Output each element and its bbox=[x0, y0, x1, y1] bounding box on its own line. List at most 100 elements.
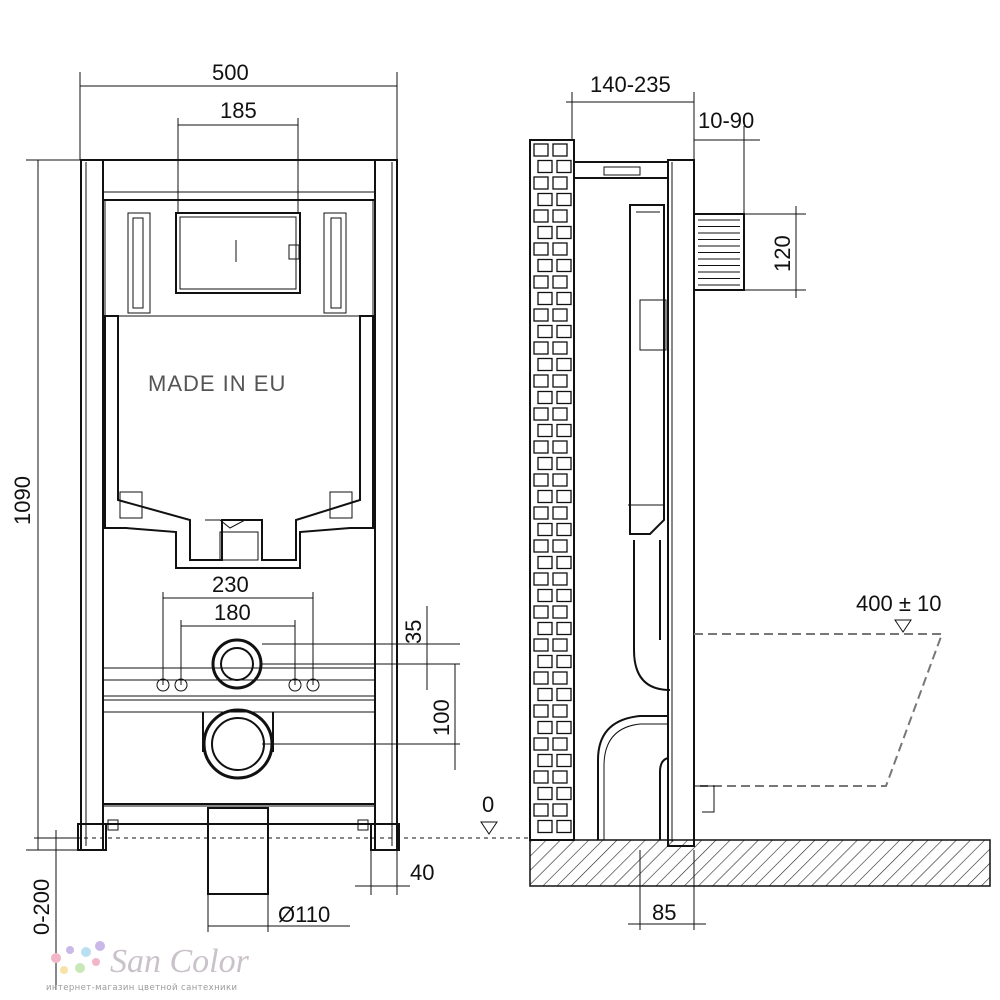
brick bbox=[556, 753, 572, 768]
brick bbox=[556, 654, 572, 669]
actuator-box bbox=[693, 213, 745, 291]
brick bbox=[537, 225, 553, 240]
logo-dot bbox=[75, 963, 85, 973]
brick bbox=[556, 489, 572, 504]
brick bbox=[537, 423, 553, 438]
left-foot bbox=[77, 823, 107, 851]
brick bbox=[533, 407, 549, 421]
brick bbox=[533, 539, 549, 553]
logo-tagline: интернет-магазин цветной сантехники bbox=[46, 983, 237, 993]
brick bbox=[552, 473, 568, 487]
brick bbox=[537, 489, 553, 504]
brick bbox=[533, 374, 549, 388]
brick bbox=[552, 671, 568, 685]
brick bbox=[552, 737, 568, 751]
brick bbox=[552, 242, 568, 256]
brick bbox=[556, 258, 572, 273]
brick bbox=[537, 819, 553, 834]
logo-dots bbox=[51, 941, 105, 974]
dim-140-235: 140-235 bbox=[590, 72, 671, 97]
drain-outlet bbox=[202, 708, 274, 780]
wall-bracket bbox=[573, 161, 669, 179]
side-frame bbox=[667, 159, 695, 847]
brick bbox=[533, 341, 549, 355]
brick bbox=[537, 159, 553, 174]
dim-120: 120 bbox=[770, 235, 795, 272]
brick bbox=[537, 654, 553, 669]
dim-230: 230 bbox=[212, 572, 249, 597]
dim-10-90: 10-90 bbox=[698, 108, 754, 133]
brick bbox=[537, 456, 553, 471]
brick bbox=[533, 143, 549, 157]
brick bbox=[533, 572, 549, 586]
brick bbox=[556, 225, 572, 240]
bolt-rail bbox=[102, 667, 376, 697]
brick bbox=[556, 390, 572, 405]
brick bbox=[552, 506, 568, 520]
brick bbox=[552, 374, 568, 388]
brick bbox=[556, 621, 572, 636]
brick bbox=[537, 687, 553, 702]
brick bbox=[537, 324, 553, 339]
left-bracket bbox=[127, 212, 151, 314]
brick bbox=[552, 572, 568, 586]
floor-slab bbox=[529, 839, 991, 887]
brick bbox=[533, 473, 549, 487]
brick bbox=[533, 176, 549, 190]
cistern-plate bbox=[104, 199, 374, 317]
brick bbox=[533, 209, 549, 223]
cistern-body bbox=[104, 315, 374, 569]
dim-185: 185 bbox=[220, 98, 257, 123]
dim-35: 35 bbox=[401, 620, 426, 644]
water-inlet bbox=[211, 638, 263, 690]
logo-dot bbox=[66, 946, 74, 954]
brick bbox=[537, 753, 553, 768]
brick bbox=[556, 456, 572, 471]
brick bbox=[556, 522, 572, 537]
drain-bracket bbox=[102, 699, 376, 807]
brick bbox=[533, 671, 549, 685]
brick bbox=[533, 770, 549, 784]
brick bbox=[552, 803, 568, 817]
brick bbox=[537, 357, 553, 372]
left-post bbox=[80, 159, 104, 851]
dim-500: 500 bbox=[212, 60, 249, 85]
brick bbox=[552, 143, 568, 157]
brick bbox=[552, 308, 568, 322]
made-in-label: MADE IN EU bbox=[148, 371, 286, 396]
brick-pattern bbox=[533, 143, 572, 834]
dim-0-200: 0-200 bbox=[29, 879, 54, 935]
bottom-rail bbox=[102, 803, 376, 825]
right-bracket bbox=[323, 212, 347, 314]
brick bbox=[552, 209, 568, 223]
brick bbox=[537, 291, 553, 306]
flush-pipe bbox=[633, 540, 671, 691]
logo-dot bbox=[92, 958, 100, 966]
front-view: MADE IN EU bbox=[77, 159, 400, 895]
brick bbox=[552, 638, 568, 652]
brick bbox=[556, 324, 572, 339]
brick bbox=[533, 803, 549, 817]
brick bbox=[552, 605, 568, 619]
drain-pipe bbox=[207, 807, 269, 895]
flush-opening bbox=[175, 212, 301, 294]
logo-wordmark: San Color bbox=[110, 943, 250, 980]
brick bbox=[537, 786, 553, 801]
brick bbox=[533, 638, 549, 652]
front-dimensions: 500 185 1090 230 180 35 100 0-200 40 bbox=[10, 60, 528, 990]
brick bbox=[537, 192, 553, 207]
brick bbox=[556, 291, 572, 306]
brick bbox=[537, 390, 553, 405]
logo-dot bbox=[60, 966, 68, 974]
brick bbox=[533, 506, 549, 520]
floor-level-label: 0 bbox=[482, 792, 494, 817]
brick bbox=[537, 621, 553, 636]
brick bbox=[556, 786, 572, 801]
brick bbox=[552, 176, 568, 190]
brick bbox=[537, 555, 553, 570]
dim-d110: Ø110 bbox=[278, 902, 330, 927]
brick bbox=[533, 737, 549, 751]
brick bbox=[552, 539, 568, 553]
brick bbox=[552, 704, 568, 718]
